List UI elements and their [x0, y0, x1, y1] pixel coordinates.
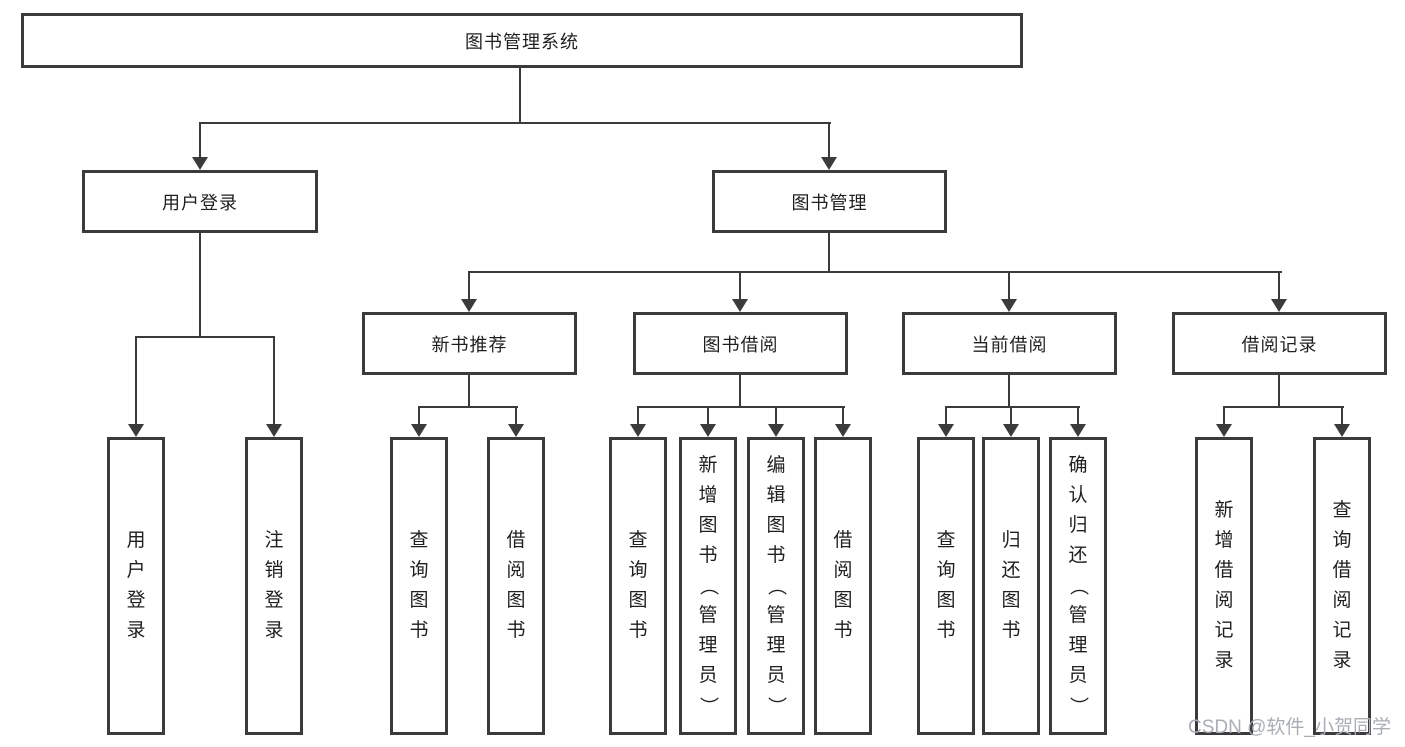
connector-records-bar	[1223, 406, 1344, 408]
connector-current-bar	[945, 406, 1080, 408]
connector-drop-records-leaf1	[1223, 406, 1225, 424]
leaf-label: 用户登录	[126, 530, 146, 641]
connector-borrow-bar	[637, 406, 845, 408]
connector-drop-records	[1278, 271, 1280, 299]
connector-drop-current-leaf3	[1077, 406, 1079, 424]
arrowhead-current-leaf3	[1070, 424, 1086, 437]
connector-drop-user-leaf1	[135, 336, 137, 424]
arrowhead-borrow-leaf1	[630, 424, 646, 437]
connector-drop-recommend	[468, 271, 470, 299]
leaf-label: 查询图书	[936, 530, 956, 641]
arrowhead-borrow	[732, 299, 748, 312]
node-label: 图书管理系统	[465, 31, 579, 52]
node-label: 图书借阅	[702, 334, 779, 355]
connector-drop-borrow	[739, 271, 741, 299]
connector-user-stem	[199, 232, 201, 338]
connector-management-stem	[828, 232, 830, 273]
arrowhead-current-leaf2	[1003, 424, 1019, 437]
leaf-borrow-query-books: 查询图书	[609, 437, 667, 735]
leaf-label: 借阅图书	[506, 530, 526, 641]
connector-root-bar	[199, 122, 831, 124]
connector-drop-current-leaf1	[945, 406, 947, 424]
csdn-watermark: CSDN @软件_小贺同学	[1188, 717, 1391, 738]
leaf-return-books: 归还图书	[982, 437, 1040, 735]
connector-drop-recommend-leaf2	[515, 406, 517, 424]
connector-drop-records-leaf2	[1341, 406, 1343, 424]
connector-current-stem	[1008, 374, 1010, 408]
node-book-management-branch: 图书管理	[712, 170, 947, 233]
node-library-management-system: 图书管理系统	[21, 13, 1023, 68]
arrowhead-recommend	[461, 299, 477, 312]
leaf-label: 查询图书	[409, 530, 429, 641]
arrowhead-records-leaf1	[1216, 424, 1232, 437]
arrowhead-user-leaf2	[266, 424, 282, 437]
arrowhead-book-management	[821, 157, 837, 170]
arrowhead-current	[1001, 299, 1017, 312]
leaf-label: 新增借阅记录	[1214, 500, 1234, 671]
node-label: 图书管理	[791, 192, 868, 213]
leaf-current-query-books: 查询图书	[917, 437, 975, 735]
leaf-edit-books-admin: 编辑图书（管理员）	[747, 437, 805, 735]
connector-recommend-stem	[468, 374, 470, 408]
connector-records-stem	[1278, 374, 1280, 408]
connector-drop-borrow-leaf4	[842, 406, 844, 424]
leaf-recommend-borrow-books: 借阅图书	[487, 437, 545, 735]
node-book-borrow: 图书借阅	[633, 312, 848, 375]
arrowhead-recommend-leaf2	[508, 424, 524, 437]
node-label: 借阅记录	[1241, 334, 1318, 355]
arrowhead-user-leaf1	[128, 424, 144, 437]
arrowhead-current-leaf1	[938, 424, 954, 437]
arrowhead-borrow-leaf4	[835, 424, 851, 437]
connector-borrow-stem	[739, 374, 741, 408]
node-borrow-records: 借阅记录	[1172, 312, 1387, 375]
node-user-login-branch: 用户登录	[82, 170, 318, 233]
leaf-label: 新增图书（管理员）	[697, 455, 719, 716]
leaf-label: 查询图书	[628, 530, 648, 641]
connector-drop-user-leaf2	[273, 336, 275, 424]
connector-drop-current-leaf2	[1010, 406, 1012, 424]
node-current-borrow: 当前借阅	[902, 312, 1117, 375]
leaf-add-borrow-record: 新增借阅记录	[1195, 437, 1253, 735]
leaf-label: 注销登录	[264, 530, 284, 641]
leaf-query-borrow-record: 查询借阅记录	[1313, 437, 1371, 735]
leaf-label: 借阅图书	[833, 530, 853, 641]
leaf-label: 归还图书	[1001, 530, 1021, 641]
connector-recommend-bar	[418, 406, 518, 408]
arrowhead-records-leaf2	[1334, 424, 1350, 437]
leaf-confirm-return-admin: 确认归还（管理员）	[1049, 437, 1107, 735]
connector-drop-borrow-leaf3	[775, 406, 777, 424]
arrowhead-user-login	[192, 157, 208, 170]
connector-drop-book-management	[828, 122, 830, 157]
arrowhead-borrow-leaf3	[768, 424, 784, 437]
leaf-recommend-query-books: 查询图书	[390, 437, 448, 735]
arrowhead-borrow-leaf2	[700, 424, 716, 437]
connector-drop-user-login	[199, 122, 201, 157]
leaf-user-login: 用户登录	[107, 437, 165, 735]
node-label: 当前借阅	[971, 334, 1048, 355]
connector-drop-borrow-leaf2	[707, 406, 709, 424]
leaf-add-books-admin: 新增图书（管理员）	[679, 437, 737, 735]
arrowhead-records	[1271, 299, 1287, 312]
leaf-borrow-books: 借阅图书	[814, 437, 872, 735]
leaf-logout: 注销登录	[245, 437, 303, 735]
leaf-label: 查询借阅记录	[1332, 500, 1352, 671]
node-new-book-recommend: 新书推荐	[362, 312, 577, 375]
leaf-label: 编辑图书（管理员）	[765, 455, 787, 716]
leaf-label: 确认归还（管理员）	[1067, 455, 1089, 716]
node-label: 新书推荐	[431, 334, 508, 355]
connector-drop-recommend-leaf1	[418, 406, 420, 424]
arrowhead-recommend-leaf1	[411, 424, 427, 437]
connector-drop-borrow-leaf1	[637, 406, 639, 424]
connector-root-stem	[519, 66, 521, 123]
node-label: 用户登录	[162, 192, 238, 213]
connector-drop-current	[1008, 271, 1010, 299]
connector-management-bar	[468, 271, 1282, 273]
connector-user-bar	[135, 336, 275, 338]
